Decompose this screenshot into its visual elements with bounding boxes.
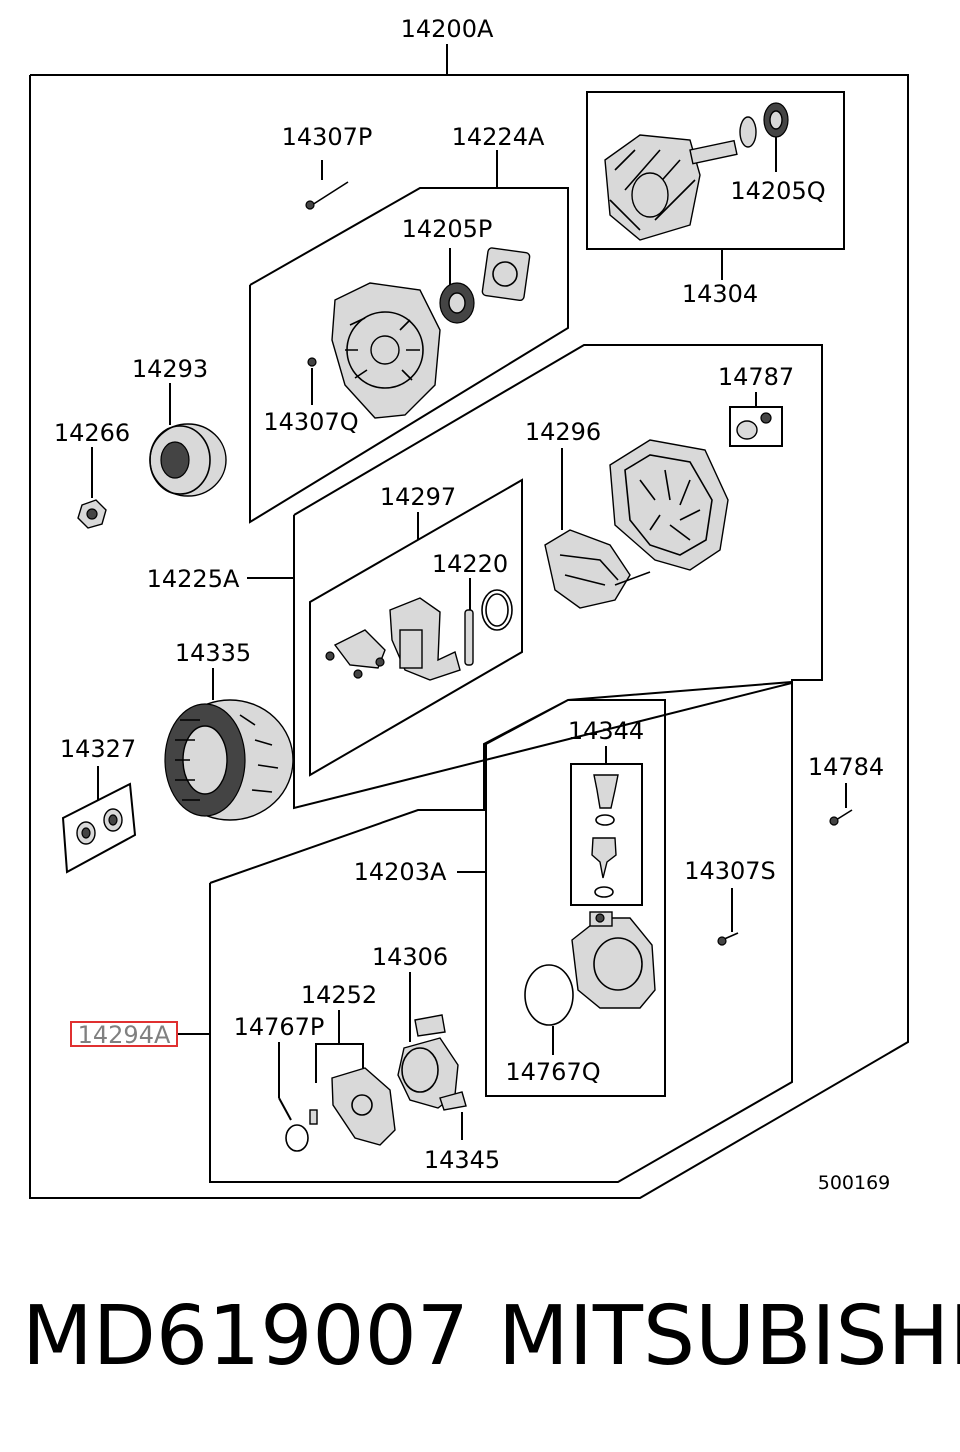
- valve-box-14344: [570, 763, 643, 906]
- label-14335: 14335: [175, 639, 251, 667]
- vacuum-pump-box: [178, 680, 793, 1183]
- label-14304: 14304: [682, 280, 758, 308]
- nut-part: [77, 499, 107, 529]
- label-14205p: 14205P: [402, 215, 493, 243]
- label-14306: 14306: [372, 943, 448, 971]
- pump-parts: [285, 1014, 467, 1152]
- front-housing-box: [249, 150, 569, 524]
- label-14345: 14345: [424, 1146, 500, 1174]
- label-14205q: 14205Q: [730, 177, 825, 205]
- screw-14307s: [717, 932, 739, 946]
- regulator-part: [325, 578, 513, 681]
- footer: MD619007 MITSUBISHI: [0, 1282, 960, 1392]
- label-14307p: 14307P: [282, 123, 373, 151]
- pump-body-part: [524, 911, 656, 1055]
- pulley-part: [149, 423, 227, 497]
- part-number: MD619007: [22, 1289, 469, 1384]
- label-14293: 14293: [132, 355, 208, 383]
- label-14225a: 14225A: [147, 565, 240, 593]
- seal-box-14327: [61, 782, 137, 874]
- label-14203a: 14203A: [354, 858, 447, 886]
- label-14252: 14252: [301, 981, 377, 1009]
- label-14327: 14327: [60, 735, 136, 763]
- label-14296: 14296: [525, 418, 601, 446]
- label-14220: 14220: [432, 550, 508, 578]
- label-14297: 14297: [380, 483, 456, 511]
- label-14307q: 14307Q: [263, 408, 358, 436]
- rotor-box: [586, 91, 845, 280]
- bolt-14307p: [305, 160, 349, 210]
- highlight-14294a: [70, 1021, 178, 1047]
- label-14767q: 14767Q: [505, 1058, 600, 1086]
- terminal-14787: [729, 406, 783, 447]
- bolt-14784: [829, 809, 853, 826]
- label-14294a: 14294A: [78, 1021, 171, 1049]
- label-14224a: 14224A: [452, 123, 545, 151]
- stator-part: [164, 699, 294, 821]
- label-14767p: 14767P: [234, 1013, 325, 1041]
- label-14344: 14344: [568, 717, 644, 745]
- rear-housing-box: [247, 344, 823, 810]
- outer-frame: [29, 44, 909, 1199]
- front-housing-part: [331, 247, 531, 419]
- label-14307s: 14307S: [684, 857, 776, 885]
- brand-name: MITSUBISHI: [498, 1289, 960, 1384]
- label-14266: 14266: [54, 419, 130, 447]
- label-14787: 14787: [718, 363, 794, 391]
- regulator-box: [309, 478, 523, 777]
- rotor-part: [604, 134, 738, 241]
- assembly-label: 14200A: [401, 15, 494, 43]
- rear-housing-part: [544, 439, 729, 609]
- figure-code: 500169: [818, 1172, 891, 1194]
- label-14784: 14784: [808, 753, 884, 781]
- screw-14307q: [307, 357, 317, 405]
- bearing-14205q: [739, 102, 789, 172]
